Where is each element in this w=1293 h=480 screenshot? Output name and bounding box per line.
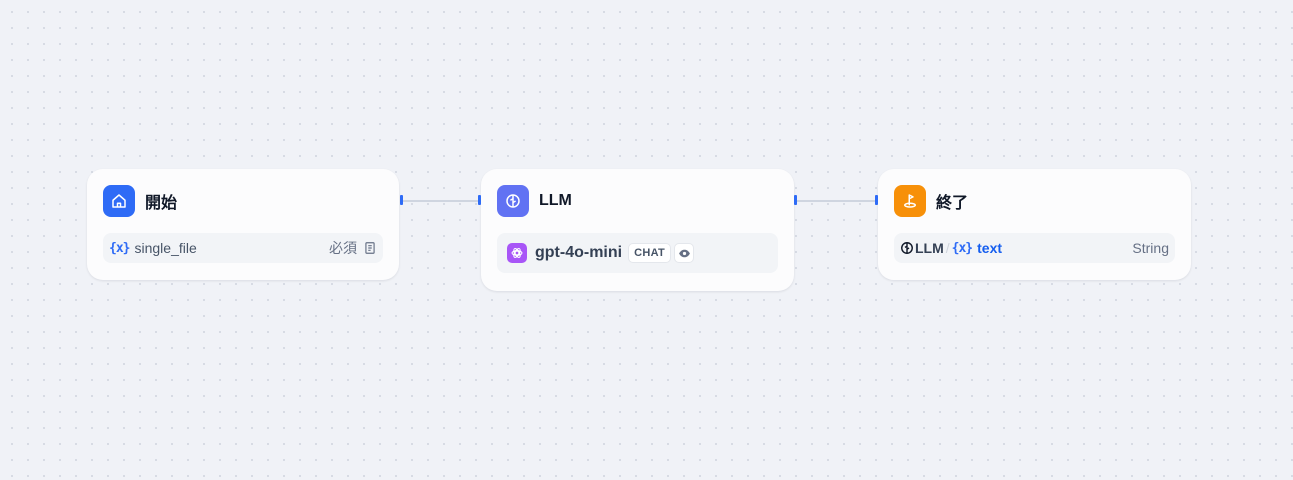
llm-output-handle[interactable] — [794, 195, 797, 205]
llm-node-header: LLM — [497, 185, 572, 217]
end-input-handle[interactable] — [875, 195, 878, 205]
end-node-title: 終了 — [936, 195, 969, 212]
llm-model-row[interactable]: gpt-4o-mini CHAT — [497, 233, 778, 273]
model-mode-badge: CHAT — [628, 243, 672, 263]
output-source-node: LLM — [915, 240, 944, 256]
model-name: gpt-4o-mini — [535, 244, 623, 261]
variable-icon: {x} — [951, 240, 974, 256]
llm-node[interactable]: LLM gpt-4o-mini CHAT — [478, 169, 797, 291]
edge-llm-to-end[interactable] — [797, 200, 875, 202]
start-node-header: 開始 — [103, 185, 177, 217]
end-output-row[interactable]: LLM / {x} text String — [894, 233, 1175, 263]
output-variable-name: text — [977, 240, 1003, 256]
start-output-handle[interactable] — [400, 195, 403, 205]
flag-end-icon — [894, 185, 926, 217]
output-type: String — [1132, 240, 1169, 256]
start-node[interactable]: 開始 {x} single_file 必須 — [87, 169, 403, 280]
end-node[interactable]: 終了 LLM / {x} text String — [875, 169, 1191, 280]
end-node-header: 終了 — [894, 185, 968, 217]
output-separator: / — [945, 240, 950, 256]
start-node-title: 開始 — [145, 195, 178, 212]
openai-icon — [507, 243, 527, 263]
llm-brain-icon — [497, 185, 529, 217]
required-label: 必須 — [329, 240, 357, 256]
llm-source-icon — [900, 241, 914, 255]
home-icon — [103, 185, 135, 217]
edge-start-to-llm[interactable] — [403, 200, 479, 202]
start-variable-row[interactable]: {x} single_file 必須 — [103, 233, 383, 263]
eye-icon — [674, 243, 695, 263]
file-document-icon — [363, 241, 377, 255]
llm-node-title: LLM — [539, 192, 572, 209]
variable-meta: 必須 — [329, 238, 377, 258]
llm-input-handle[interactable] — [478, 195, 481, 205]
variable-icon: {x} — [109, 240, 131, 256]
variable-name: single_file — [134, 240, 197, 256]
